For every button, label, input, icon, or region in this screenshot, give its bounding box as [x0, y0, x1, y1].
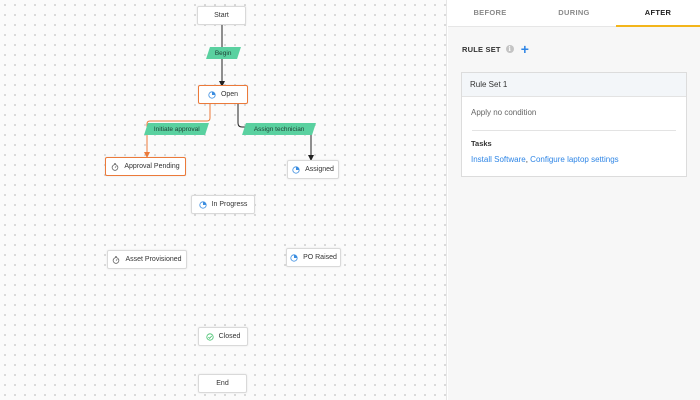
node-closed-label: Closed [218, 333, 241, 340]
transition-begin[interactable]: Begin [206, 47, 241, 59]
arrow-open-to-approval [144, 103, 211, 158]
node-po-raised-label: PO Raised [303, 254, 337, 261]
task-link-install-software[interactable]: Install Software [471, 155, 526, 164]
task-link-configure-laptop[interactable]: Configure laptop settings [530, 155, 619, 164]
rule-set-card: Rule Set 1 Apply no condition Tasks Inst… [461, 72, 687, 177]
node-assigned-label: Assigned [305, 166, 334, 173]
transition-assign-technician[interactable]: Assign technician [242, 123, 316, 135]
rule-set-header: RULE SET i + [462, 41, 529, 57]
transition-initiate-approval[interactable]: Initiate approval [144, 123, 209, 135]
node-open-label: Open [220, 91, 239, 98]
stopwatch-icon [113, 255, 120, 264]
workflow-canvas[interactable]: Start Begin Open Initiate approval Assig… [0, 0, 447, 400]
stopwatch-icon [112, 162, 119, 171]
info-icon[interactable]: i [505, 45, 514, 53]
transition-begin-label: Begin [215, 49, 232, 57]
node-po-raised[interactable]: PO Raised [286, 248, 341, 267]
status-clock-icon [198, 200, 207, 209]
rule-set-title: RULE SET [462, 44, 501, 54]
tab-bar: BEFORE DURING AFTER [448, 0, 700, 27]
node-in-progress[interactable]: In Progress [191, 195, 255, 214]
add-rule-set-button[interactable]: + [520, 41, 529, 57]
task-separator: , [525, 155, 528, 164]
node-open[interactable]: Open [198, 85, 248, 104]
rule-set-name[interactable]: Rule Set 1 [462, 73, 686, 97]
task-list: Install Software, Configure laptop setti… [462, 148, 686, 164]
tab-during[interactable]: DURING [558, 8, 590, 17]
rules-panel: BEFORE DURING AFTER RULE SET i + Rule Se… [448, 0, 700, 400]
node-start-label: Start [214, 12, 229, 19]
status-clock-icon [208, 90, 216, 99]
tab-after[interactable]: AFTER [616, 0, 700, 27]
check-circle-icon [205, 332, 214, 341]
node-end[interactable]: End [198, 374, 247, 393]
node-asset-provisioned[interactable]: Asset Provisioned [107, 250, 187, 269]
card-divider [472, 130, 676, 131]
node-closed[interactable]: Closed [198, 327, 248, 346]
status-clock-icon [292, 165, 300, 174]
node-in-progress-label: In Progress [211, 201, 248, 208]
node-assigned[interactable]: Assigned [287, 160, 339, 179]
node-approval-pending-label: Approval Pending [124, 163, 180, 170]
rule-condition: Apply no condition [471, 108, 537, 117]
transition-assign-technician-label: Assign technician [253, 125, 305, 133]
transition-initiate-approval-label: Initiate approval [153, 125, 200, 133]
node-start[interactable]: Start [197, 6, 246, 25]
status-clock-icon [290, 253, 298, 262]
node-approval-pending[interactable]: Approval Pending [105, 157, 186, 176]
node-asset-provisioned-label: Asset Provisioned [125, 256, 182, 263]
node-end-label: End [216, 380, 229, 387]
tasks-title: Tasks [471, 139, 492, 148]
tab-before[interactable]: BEFORE [473, 8, 507, 17]
